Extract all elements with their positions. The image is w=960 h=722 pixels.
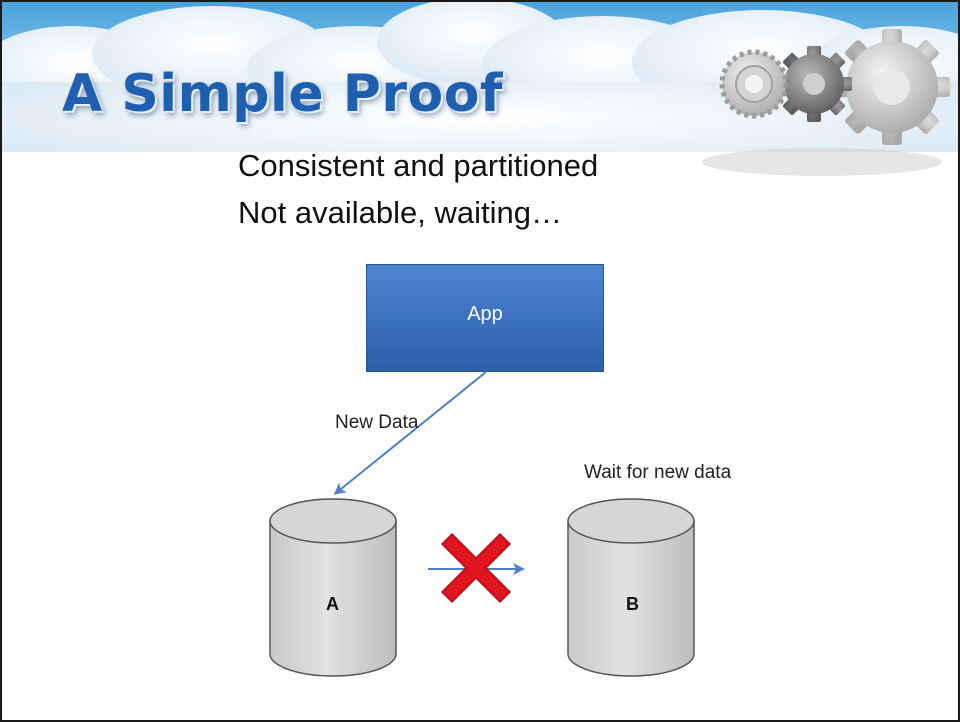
new-data-label: New Data (335, 412, 419, 433)
database-b-label: B (626, 594, 639, 614)
bullet-consistent: Consistent and partitioned (238, 148, 599, 183)
new-data-arrow (333, 371, 487, 495)
database-b-icon (567, 498, 695, 677)
database-a-label: A (326, 594, 339, 614)
wait-label: Wait for new data (584, 462, 732, 483)
page-title: A Simple Proof (62, 64, 504, 124)
x-mark-icon (440, 532, 512, 604)
bullet-not-available: Not available, waiting… (238, 195, 562, 230)
app-box: App (366, 264, 604, 372)
app-label: App (467, 302, 503, 325)
database-a-icon (269, 498, 397, 677)
